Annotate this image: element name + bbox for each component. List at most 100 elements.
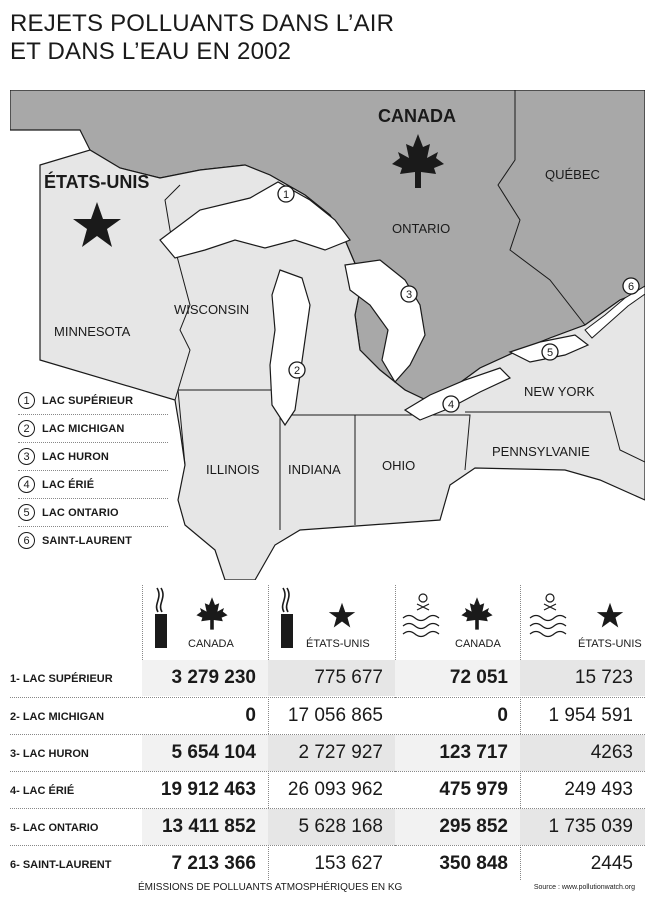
row-divider [10,734,645,735]
row-divider [10,697,645,698]
lake-erie [403,367,512,421]
row-divider [10,845,645,846]
star-icon [328,602,356,628]
cell-air-usa: 26 093 962 [287,779,383,800]
map-marker-3: 3 [400,285,418,303]
lake-michigan [269,269,311,427]
row-name: 4- LAC ÉRIÉ [10,785,75,797]
boundary-ohio-east [355,414,471,471]
emissions-table: CANADA ÉTATS-UNIS CANADA [0,580,645,901]
cell-water-usa: 15 723 [520,660,645,696]
cell-water-usa: 249 493 [564,779,633,800]
row-divider [10,771,645,772]
label-wisconsin: WISCONSIN [174,302,249,317]
svg-text:5: 5 [547,347,553,359]
legend-item-4: 4 LAC ÉRIÉ [18,471,168,498]
maple-leaf-icon [461,597,493,630]
polluted-water-icon [529,593,567,638]
column-country: CANADA [455,638,501,650]
row-name: 5- LAC ONTARIO [10,822,99,834]
row-name: 2- LAC MICHIGAN [10,711,105,723]
boundary-pennsylvania [465,411,645,463]
map-marker-5: 5 [541,343,559,361]
map-marker-2: 2 [288,361,306,379]
cell-water-usa: 4263 [520,735,645,771]
svg-text:6: 6 [628,281,634,293]
row-divider [10,808,645,809]
legend-divider [18,414,168,415]
cell-water-canada: 123 717 [395,735,520,771]
row-name: 6- SAINT-LAURENT [10,859,112,871]
column-header-air-usa: ÉTATS-UNIS [268,580,395,660]
column-header-water-usa: ÉTATS-UNIS [520,580,645,660]
svg-text:3: 3 [406,289,412,301]
page-title: REJETS POLLUANTS DANS L’AIR ET DANS L’EA… [10,10,394,66]
column-header-air-canada: CANADA [142,580,268,660]
legend-number: 5 [18,504,35,521]
table-row: 5- LAC ONTARIO 13 411 852 5 628 168 295 … [0,809,645,845]
label-pennsylvanie: PENNSYLVANIE [492,444,590,459]
cell-air-usa: 17 056 865 [287,705,383,726]
cell-water-canada: 350 848 [395,846,520,882]
cell-water-usa: 1 954 591 [548,705,633,726]
legend-number: 1 [18,392,35,409]
legend-divider [18,470,168,471]
legend-number: 2 [18,420,35,437]
map-marker-6: 6 [622,277,640,295]
legend-label: LAC ÉRIÉ [42,478,95,491]
legend-item-2: 2 LAC MICHIGAN [18,415,168,442]
cell-air-usa: 153 627 [314,853,383,874]
legend-item-1: 1 LAC SUPÉRIEUR [18,387,168,414]
legend-item-3: 3 LAC HURON [18,443,168,470]
boundary-quebec [497,90,586,326]
legend-label: LAC ONTARIO [42,506,119,519]
legend-number: 6 [18,532,35,549]
cell-air-canada: 3 279 230 [142,660,268,696]
column-country: CANADA [188,638,234,650]
polluted-water-icon [402,593,440,638]
legend-label: LAC MICHIGAN [42,422,125,435]
label-indiana: INDIANA [288,462,341,477]
cell-water-usa: 1 735 039 [520,809,645,845]
cell-water-canada: 72 051 [395,660,520,696]
legend-label: LAC HURON [42,450,109,463]
row-name: 3- LAC HURON [10,748,89,760]
label-quebec: QUÉBEC [545,167,600,182]
smokestack-icon [155,587,167,648]
table-row: 2- LAC MICHIGAN 0 17 056 865 0 1 954 591 [0,698,645,734]
lake-superior [159,181,351,259]
map-marker-1: 1 [277,185,295,203]
cell-air-canada: 19 912 463 [142,772,268,808]
cell-water-canada: 475 979 [395,772,520,808]
source-credit: Source : www.pollutionwatch.org [533,884,635,891]
legend-divider [18,526,168,527]
smokestack-icon [281,587,293,648]
maple-leaf-icon [196,597,228,630]
label-illinois: ILLINOIS [206,462,260,477]
label-minnesota: MINNESOTA [54,324,131,339]
column-header-water-canada: CANADA [395,580,520,660]
label-ontario: ONTARIO [392,221,450,236]
cell-air-canada: 13 411 852 [142,809,268,845]
legend-item-5: 5 LAC ONTARIO [18,499,168,526]
label-etats-unis: ÉTATS-UNIS [44,171,149,192]
footer-note: ÉMISSIONS DE POLLUANTS ATMOSPHÉRIQUES EN… [138,882,403,893]
cell-air-canada: 0 [142,698,268,734]
column-country: ÉTATS-UNIS [578,638,642,650]
cell-water-canada: 295 852 [395,809,520,845]
cell-air-usa: 2 727 927 [268,735,395,771]
column-divider [520,585,521,880]
legend-item-6: 6 SAINT-LAURENT [18,527,168,554]
column-country: ÉTATS-UNIS [306,638,370,650]
table-row: 3- LAC HURON 5 654 104 2 727 927 123 717… [0,735,645,771]
canada-maple-leaf-icon [392,134,444,188]
legend-label: SAINT-LAURENT [42,534,132,547]
legend-label: LAC SUPÉRIEUR [42,394,134,407]
region-usa [39,149,645,580]
label-new-york: NEW YORK [524,384,595,399]
svg-text:1: 1 [283,189,289,201]
cell-air-canada: 7 213 366 [142,846,268,882]
legend-number: 4 [18,476,35,493]
map-legend: 1 LAC SUPÉRIEUR 2 LAC MICHIGAN 3 LAC HUR… [18,387,168,554]
cell-air-usa: 775 677 [268,660,395,696]
